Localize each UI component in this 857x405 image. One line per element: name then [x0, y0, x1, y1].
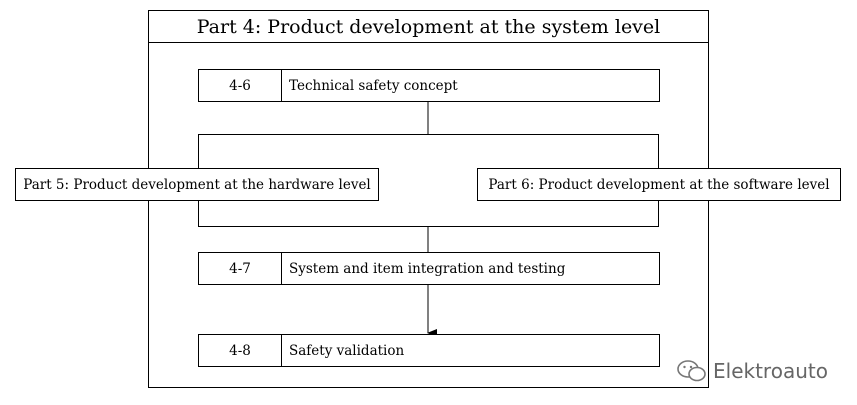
step-4-7-box: 4-7 System and item integration and test… [198, 252, 660, 285]
step-4-6-box: 4-6 Technical safety concept [198, 69, 660, 102]
watermark: Elektroauto [676, 357, 828, 385]
diagram-title: Part 4: Product development at the syste… [148, 10, 709, 43]
step-4-8-label: Safety validation [289, 342, 405, 359]
step-4-7-label: System and item integration and testing [289, 260, 566, 277]
hardware-level-box: Part 5: Product development at the hardw… [15, 168, 379, 201]
step-4-6-label: Technical safety concept [289, 77, 458, 94]
step-4-6-number: 4-6 [199, 70, 282, 101]
watermark-text: Elektroauto [713, 359, 828, 383]
software-level-box: Part 6: Product development at the softw… [477, 168, 841, 201]
step-4-8-box: 4-8 Safety validation [198, 334, 660, 367]
step-4-7-number: 4-7 [199, 253, 282, 284]
step-4-8-number: 4-8 [199, 335, 282, 366]
wechat-icon [677, 360, 706, 382]
